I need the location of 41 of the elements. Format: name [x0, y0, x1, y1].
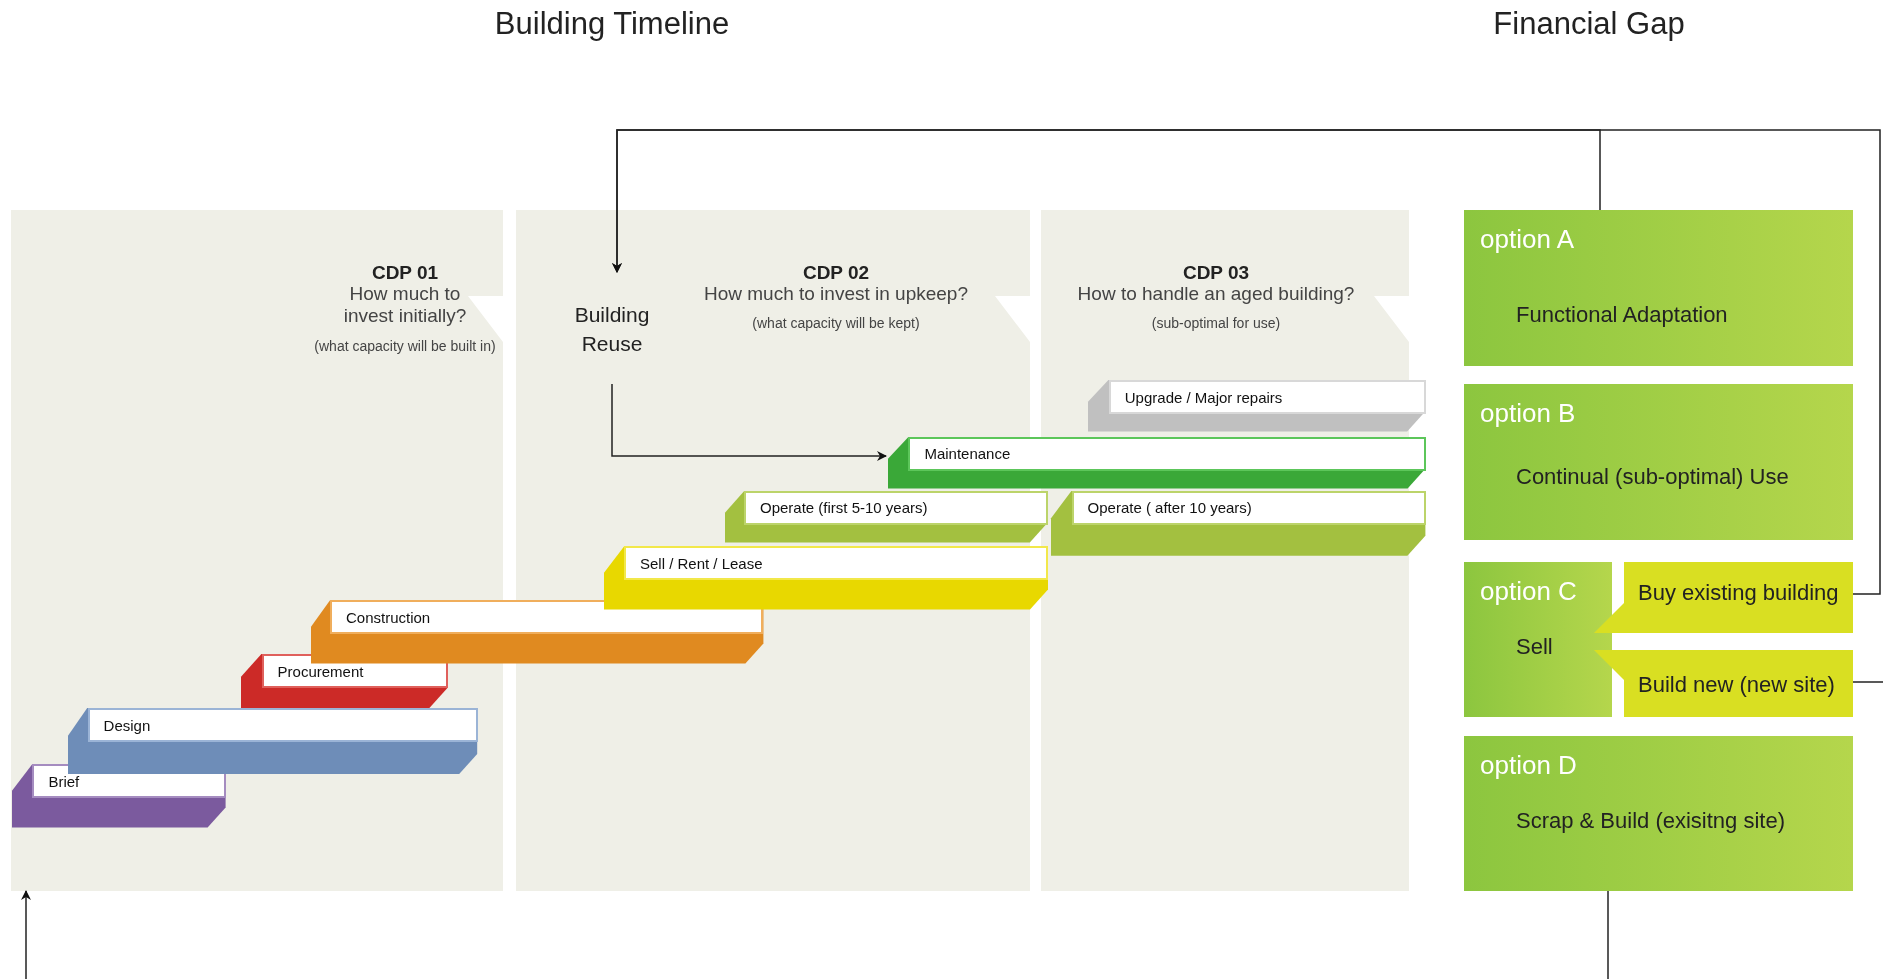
phase-bar — [310, 600, 764, 664]
option-text: Functional Adaptation — [1516, 302, 1728, 328]
connector-line — [1607, 890, 1609, 979]
phase-label: Operate (first 5-10 years) — [744, 490, 1048, 525]
option-box — [1464, 736, 1853, 891]
panel-heading: CDP 01 — [370, 262, 440, 284]
option-variant-box: Build new (new site) — [1594, 650, 1853, 717]
panel-heading: CDP 03 — [1181, 262, 1251, 284]
phase-label: Upgrade / Major repairs — [1108, 380, 1426, 415]
panel-heading: CDP 02 — [801, 262, 871, 284]
panel-question: How much to invest in upkeep? — [702, 283, 969, 305]
phase-label: Maintenance — [908, 436, 1426, 471]
phase-label: Design — [87, 708, 478, 742]
connector-line — [1852, 681, 1883, 683]
panel-question: How to handle an aged building? — [1076, 283, 1356, 305]
phase-bar — [888, 436, 1426, 489]
option-box — [1464, 562, 1612, 717]
arrow — [21, 890, 31, 979]
column-heading: Building Timeline — [494, 6, 730, 42]
option-variant-box: Buy existing building — [1594, 562, 1853, 633]
arrow — [612, 129, 1881, 595]
option-title: option B — [1480, 398, 1576, 429]
panel-question: How much to invest initially? — [342, 283, 468, 327]
option-box — [1464, 384, 1853, 540]
option-text: Scrap & Build (exisitng site) — [1516, 808, 1785, 834]
phase-bar — [68, 708, 478, 774]
option-title: option A — [1480, 224, 1574, 255]
phase-label: Operate ( after 10 years) — [1071, 490, 1426, 525]
panel-note: (what capacity will be built in) — [313, 338, 497, 354]
phase-panel — [11, 210, 503, 891]
option-text: Sell — [1516, 634, 1553, 660]
option-box — [1464, 210, 1853, 366]
option-text: Continual (sub-optimal) Use — [1516, 464, 1789, 490]
panel-note: (what capacity will be kept) — [751, 315, 921, 331]
option-title: option C — [1480, 576, 1577, 607]
arrow — [611, 383, 887, 461]
column-heading: Financial Gap — [1493, 6, 1685, 42]
stage-label: Building Reuse — [561, 272, 663, 384]
panel-note: (sub-optimal for use) — [1150, 315, 1282, 331]
option-title: option D — [1480, 750, 1577, 781]
phase-label: Sell / Rent / Lease — [624, 546, 1048, 580]
